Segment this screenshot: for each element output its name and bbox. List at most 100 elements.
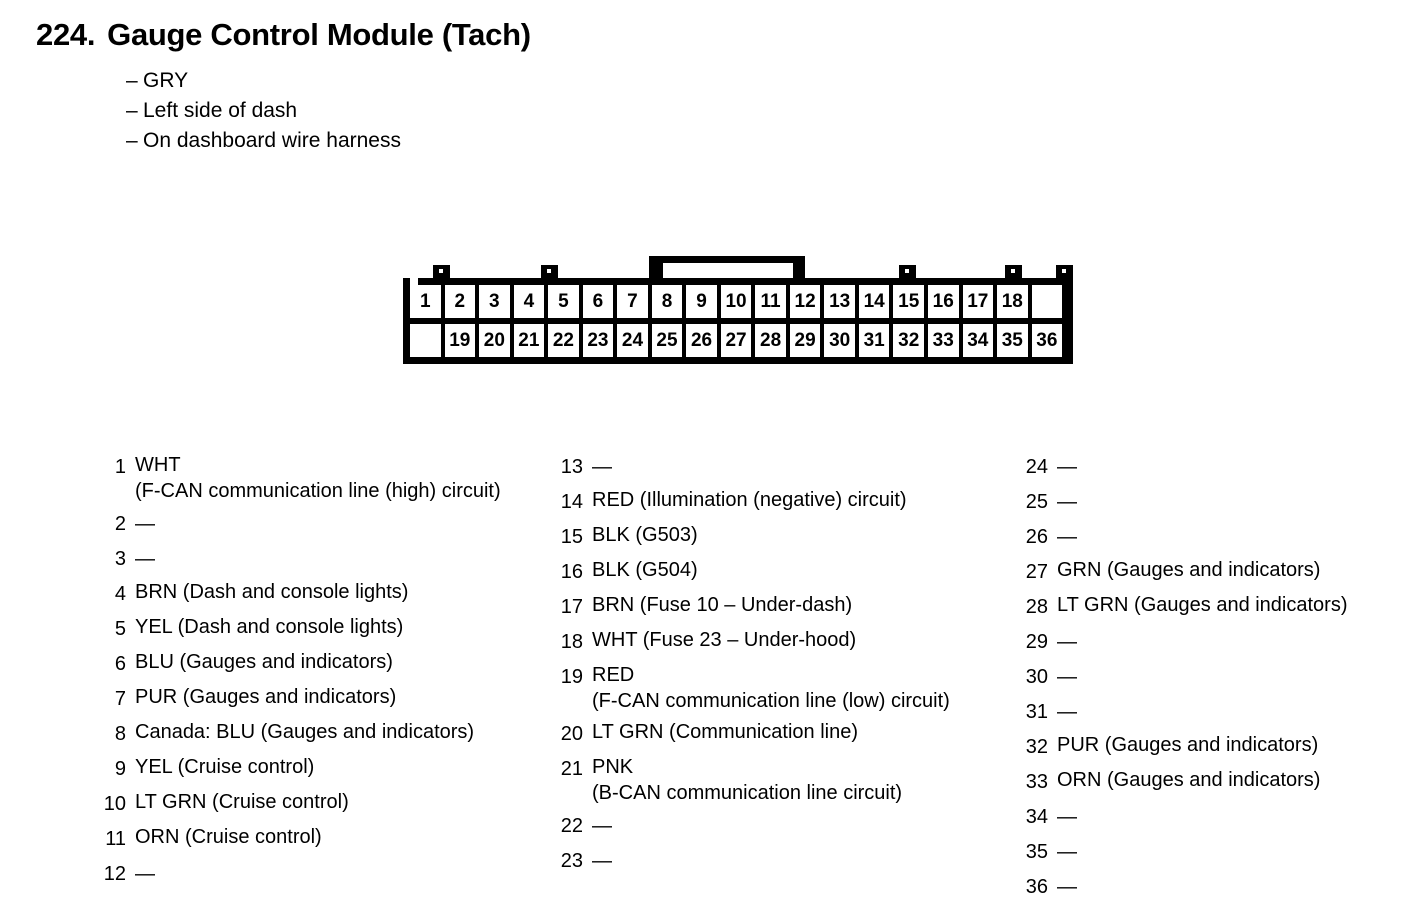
pin-entry-description: —	[1057, 631, 1077, 653]
connector-pin-cell: 10	[720, 285, 752, 318]
pin-entry: 25—	[1022, 487, 1402, 517]
pin-entry: 13 —	[557, 452, 1007, 482]
locking-bail-right-post	[797, 256, 805, 284]
pin-entry-description: —	[135, 863, 155, 885]
pin-entry: 29 —	[1022, 627, 1402, 657]
pin-entry-description: —	[592, 850, 612, 872]
locking-bail-left-post	[649, 256, 657, 284]
pin-entry-description: —	[1057, 666, 1077, 688]
pin-entry-number: 4	[114, 583, 126, 605]
pin-entry-description: BLK (G504)	[592, 559, 698, 581]
connector-tab-nub	[899, 265, 916, 278]
pin-entry-description: BRN (Fuse 10 – Under-dash)	[592, 594, 853, 616]
connector-pin-cell: 31	[858, 324, 890, 357]
pin-entry-number: 36	[1025, 876, 1048, 898]
pin-entry-description: —	[1057, 526, 1077, 548]
connector-pin-cell: 1	[410, 285, 441, 318]
connector-pin-cell: 17	[962, 285, 994, 318]
connector-tab-nub	[1056, 265, 1073, 278]
pin-entry-description: —	[1057, 491, 1077, 513]
pin-entry-description: LT GRN (Communication line)	[592, 721, 859, 743]
connector-pin-cell: 13	[824, 285, 855, 318]
pin-entry-number: 8	[114, 723, 126, 745]
pin-entry-number: 22	[560, 815, 583, 837]
pin-entry-number: 7	[114, 688, 126, 710]
pin-entry-number: 17	[560, 596, 583, 618]
connector-pin-cell: 27	[720, 324, 752, 357]
header-bullet-list: –GRY –Left side of dash –On dashboard wi…	[126, 66, 401, 156]
pin-entry-number: 14	[560, 491, 583, 513]
pin-entry-number: 9	[114, 758, 126, 780]
connector-pin-cell: 15	[893, 285, 924, 318]
pin-entry-description: LT GRN (Gauges and indicators)	[1057, 594, 1348, 616]
pin-entry-description: Canada: BLU (Gauges and indicators)	[135, 721, 475, 743]
pin-entry-number: 33	[1025, 771, 1048, 793]
pin-entry-number: 34	[1025, 806, 1048, 828]
pin-entry: 28 LT GRN (Gauges and indicators)	[1022, 592, 1402, 622]
header-bullet-item: –On dashboard wire harness	[126, 126, 401, 156]
header-bullet-label: On dashboard wire harness	[143, 129, 401, 152]
connector-pin-cell: 18	[997, 285, 1028, 318]
pin-entry: 22—	[557, 811, 1007, 841]
pin-entry-number: 23	[560, 850, 583, 872]
pin-entry-description: LT GRN (Cruise control)	[135, 791, 349, 813]
pin-entry-number: 21	[560, 758, 583, 780]
connector-pin-cell: 34	[962, 324, 994, 357]
connector-pin-cell: 24	[617, 324, 648, 357]
pin-entry: 8 Canada: BLU (Gauges and indicators)	[100, 719, 530, 749]
connector-tab-nub	[541, 265, 558, 278]
pin-entry-description: —	[135, 548, 155, 570]
connector-pin-cell: 7	[617, 285, 648, 318]
pin-entry: 17 BRN (Fuse 10 – Under-dash)	[557, 592, 1007, 622]
pin-entry-description: —	[1057, 841, 1077, 863]
pin-entry-number: 3	[114, 548, 126, 570]
pin-entry-number: 24	[1025, 456, 1048, 478]
connector-pin-cell: 21	[513, 324, 545, 357]
connector-filler-cell	[410, 324, 441, 357]
connector-pin-cell: 35	[997, 324, 1028, 357]
pin-entry-description: PNK (B-CAN communication line circuit)	[592, 756, 903, 804]
pin-list-column-1: 1 WHT (F-CAN communication line (high) ci…	[100, 452, 530, 894]
pin-entry-number: 1	[114, 456, 126, 478]
pin-entry: 30 —	[1022, 662, 1402, 692]
connector-pin-cell: 29	[789, 324, 821, 357]
page-title: 224.Gauge Control Module (Tach)	[36, 16, 531, 54]
bullet-dash: –	[126, 69, 138, 92]
connector-filler-cell	[1031, 285, 1063, 318]
pin-entry-number: 29	[1025, 631, 1048, 653]
pin-entry-number: 18	[560, 631, 583, 653]
pin-entry-number: 20	[560, 723, 583, 745]
pin-entry-number: 2	[114, 513, 126, 535]
connector-pin-cell: 6	[582, 285, 614, 318]
connector-pin-cell: 9	[686, 285, 717, 318]
pin-entry-description: BLK (G503)	[592, 524, 698, 546]
connector-pin-cell: 14	[858, 285, 890, 318]
section-number: 224.	[36, 17, 96, 52]
pin-entry: 34—	[1022, 802, 1402, 832]
connector-pin-cell: 4	[513, 285, 545, 318]
connector-pin-cell: 20	[479, 324, 510, 357]
pin-entry-number: 19	[560, 666, 583, 688]
pin-entry-description: —	[592, 456, 612, 478]
pin-entry-description: —	[135, 513, 155, 535]
connector-pin-cell: 33	[927, 324, 959, 357]
connector-pin-cell: 25	[651, 324, 683, 357]
pin-entry-number: 12	[103, 863, 126, 885]
pin-entry-description: WHT (F-CAN communication line (high) cir…	[135, 454, 501, 502]
header-bullet-item: –Left side of dash	[126, 96, 401, 126]
pin-entry: 20 LT GRN (Communication line)	[557, 719, 1007, 749]
connector-pin-cell: 8	[651, 285, 683, 318]
pin-entry-number: 10	[103, 793, 126, 815]
pin-entry-number: 13	[560, 456, 583, 478]
pin-entry: 24—	[1022, 452, 1402, 482]
pin-entry-number: 30	[1025, 666, 1048, 688]
pin-entry-number: 28	[1025, 596, 1048, 618]
